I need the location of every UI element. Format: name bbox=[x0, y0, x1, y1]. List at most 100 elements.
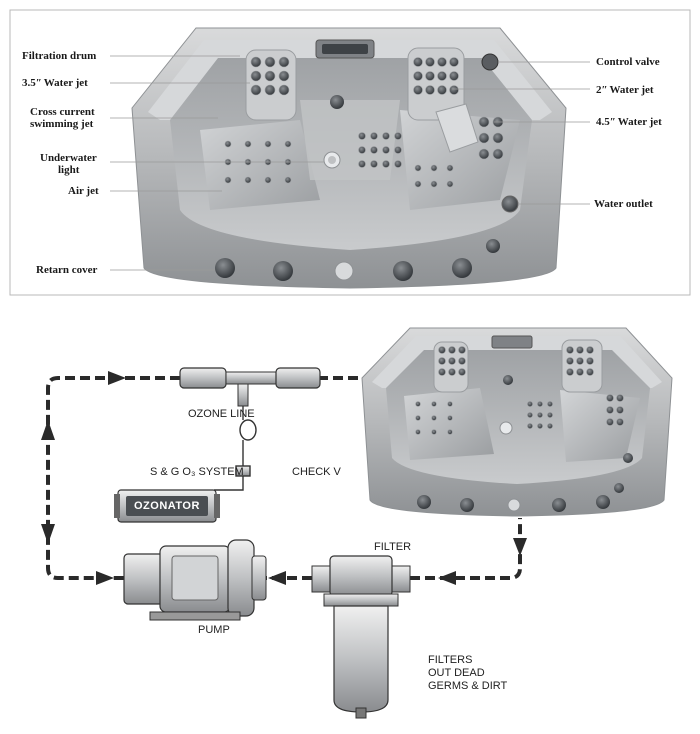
cross-jet-icon bbox=[370, 132, 378, 140]
cross-jet-icon bbox=[370, 146, 378, 154]
label-filtration-drum: Filtration drum bbox=[22, 50, 97, 62]
jet-2-icon bbox=[449, 85, 459, 95]
cross-jet-icon bbox=[358, 146, 366, 154]
label-4-5-water-jet: 4.5ʺ Water jet bbox=[596, 116, 662, 128]
jet-3-5-icon bbox=[250, 56, 262, 68]
jet-2-icon bbox=[586, 368, 594, 376]
bottom-jet-clusters bbox=[415, 346, 624, 435]
jet-2-icon bbox=[425, 57, 435, 67]
cross-jet-icon bbox=[394, 132, 402, 140]
air-jet-icon bbox=[415, 415, 421, 421]
cross-jet-icon bbox=[547, 423, 553, 429]
cross-jet-icon bbox=[527, 412, 533, 418]
cross-jet-icon bbox=[382, 132, 390, 140]
jet-3-5-icon bbox=[278, 56, 290, 68]
pump-unit bbox=[123, 539, 267, 621]
flow-arrows bbox=[41, 371, 527, 585]
jet-2-icon bbox=[586, 346, 594, 354]
label-air-jet: Air jet bbox=[68, 185, 99, 197]
label-ozonator: OZONATOR bbox=[134, 500, 200, 512]
jet-3-5-icon bbox=[264, 56, 276, 68]
cross-jet-icon bbox=[527, 401, 533, 407]
ozone-mixer-pipe bbox=[179, 367, 321, 407]
label-2-water-jet: 2ʺ Water jet bbox=[596, 84, 654, 96]
jet-4-5-icon bbox=[616, 394, 624, 402]
jet-4-5-icon bbox=[606, 406, 614, 414]
jet-4-5-icon bbox=[606, 394, 614, 402]
label-cross-current-line1: Cross current bbox=[30, 106, 95, 118]
jet-3-5-icon bbox=[448, 368, 456, 376]
label-filters-note-line1: FILTERS bbox=[428, 654, 473, 666]
jet-4-5-icon bbox=[616, 406, 624, 414]
jet-3-5-icon bbox=[448, 357, 456, 365]
jet-2-icon bbox=[566, 368, 574, 376]
jet-4-5-icon bbox=[606, 418, 614, 426]
jet-3-5-icon bbox=[458, 346, 466, 354]
filter-unit bbox=[311, 555, 411, 719]
jet-3-5-icon bbox=[278, 70, 290, 82]
jet-2-icon bbox=[566, 357, 574, 365]
label-check-v: CHECK V bbox=[292, 466, 341, 478]
jet-2-icon bbox=[566, 346, 574, 354]
jet-2-icon bbox=[413, 57, 423, 67]
jet-3-5-icon bbox=[250, 70, 262, 82]
seat-jet-icon bbox=[446, 180, 454, 188]
air-jet-icon bbox=[264, 140, 272, 148]
jet-2-icon bbox=[425, 85, 435, 95]
jet-2-icon bbox=[449, 57, 459, 67]
air-jet-icon bbox=[415, 429, 421, 435]
jet-3-5-icon bbox=[264, 70, 276, 82]
air-jet-icon bbox=[244, 176, 252, 184]
ozone-line-tube bbox=[214, 406, 257, 491]
air-jet-icon bbox=[431, 401, 437, 407]
jet-2-icon bbox=[437, 57, 447, 67]
cross-jet-icon bbox=[547, 412, 553, 418]
ozonator-unit bbox=[114, 489, 220, 523]
jet-3-5-icon bbox=[278, 84, 290, 96]
air-jet-icon bbox=[447, 429, 453, 435]
air-jet-icon bbox=[415, 401, 421, 407]
cross-jet-icon bbox=[358, 160, 366, 168]
label-cross-current-line2: swimming jet bbox=[30, 118, 94, 130]
seat-jet-icon bbox=[430, 164, 438, 172]
jet-3-5-icon bbox=[438, 357, 446, 365]
air-jet-icon bbox=[447, 401, 453, 407]
jet-4-5-icon bbox=[492, 148, 504, 160]
air-jet-icon bbox=[431, 429, 437, 435]
label-underwater-line2: light bbox=[58, 164, 80, 176]
air-jet-icon bbox=[284, 176, 292, 184]
jet-3-5-icon bbox=[264, 84, 276, 96]
label-filters-note-line3: GERMS & DIRT bbox=[428, 680, 508, 692]
top-leader-lines bbox=[110, 55, 590, 271]
jet-2-icon bbox=[413, 85, 423, 95]
cross-jet-icon bbox=[382, 146, 390, 154]
jet-2-icon bbox=[425, 71, 435, 81]
cross-jet-icon bbox=[382, 160, 390, 168]
air-jet-icon bbox=[264, 176, 272, 184]
seat-jet-icon bbox=[430, 180, 438, 188]
jet-2-icon bbox=[576, 346, 584, 354]
cross-jet-icon bbox=[394, 146, 402, 154]
cross-jet-icon bbox=[537, 412, 543, 418]
jet-2-icon bbox=[437, 85, 447, 95]
air-jet-icon bbox=[244, 140, 252, 148]
label-filter: FILTER bbox=[374, 541, 412, 553]
jet-3-5-icon bbox=[458, 368, 466, 376]
jet-2-icon bbox=[576, 368, 584, 376]
cross-jet-icon bbox=[537, 401, 543, 407]
label-pump: PUMP bbox=[198, 624, 230, 636]
air-jet-icon bbox=[224, 176, 232, 184]
label-3-5-water-jet: 3.5ʺ Water jet bbox=[22, 77, 88, 89]
label-control-valve: Control valve bbox=[596, 56, 660, 68]
seat-jet-icon bbox=[446, 164, 454, 172]
label-ozone-line: OZONE LINE bbox=[188, 408, 255, 420]
jet-4-5-icon bbox=[492, 132, 504, 144]
jet-2-icon bbox=[437, 71, 447, 81]
jet-4-5-icon bbox=[616, 418, 624, 426]
air-jet-icon bbox=[447, 415, 453, 421]
cross-jet-icon bbox=[537, 423, 543, 429]
cross-jet-icon bbox=[358, 132, 366, 140]
jet-2-icon bbox=[586, 357, 594, 365]
